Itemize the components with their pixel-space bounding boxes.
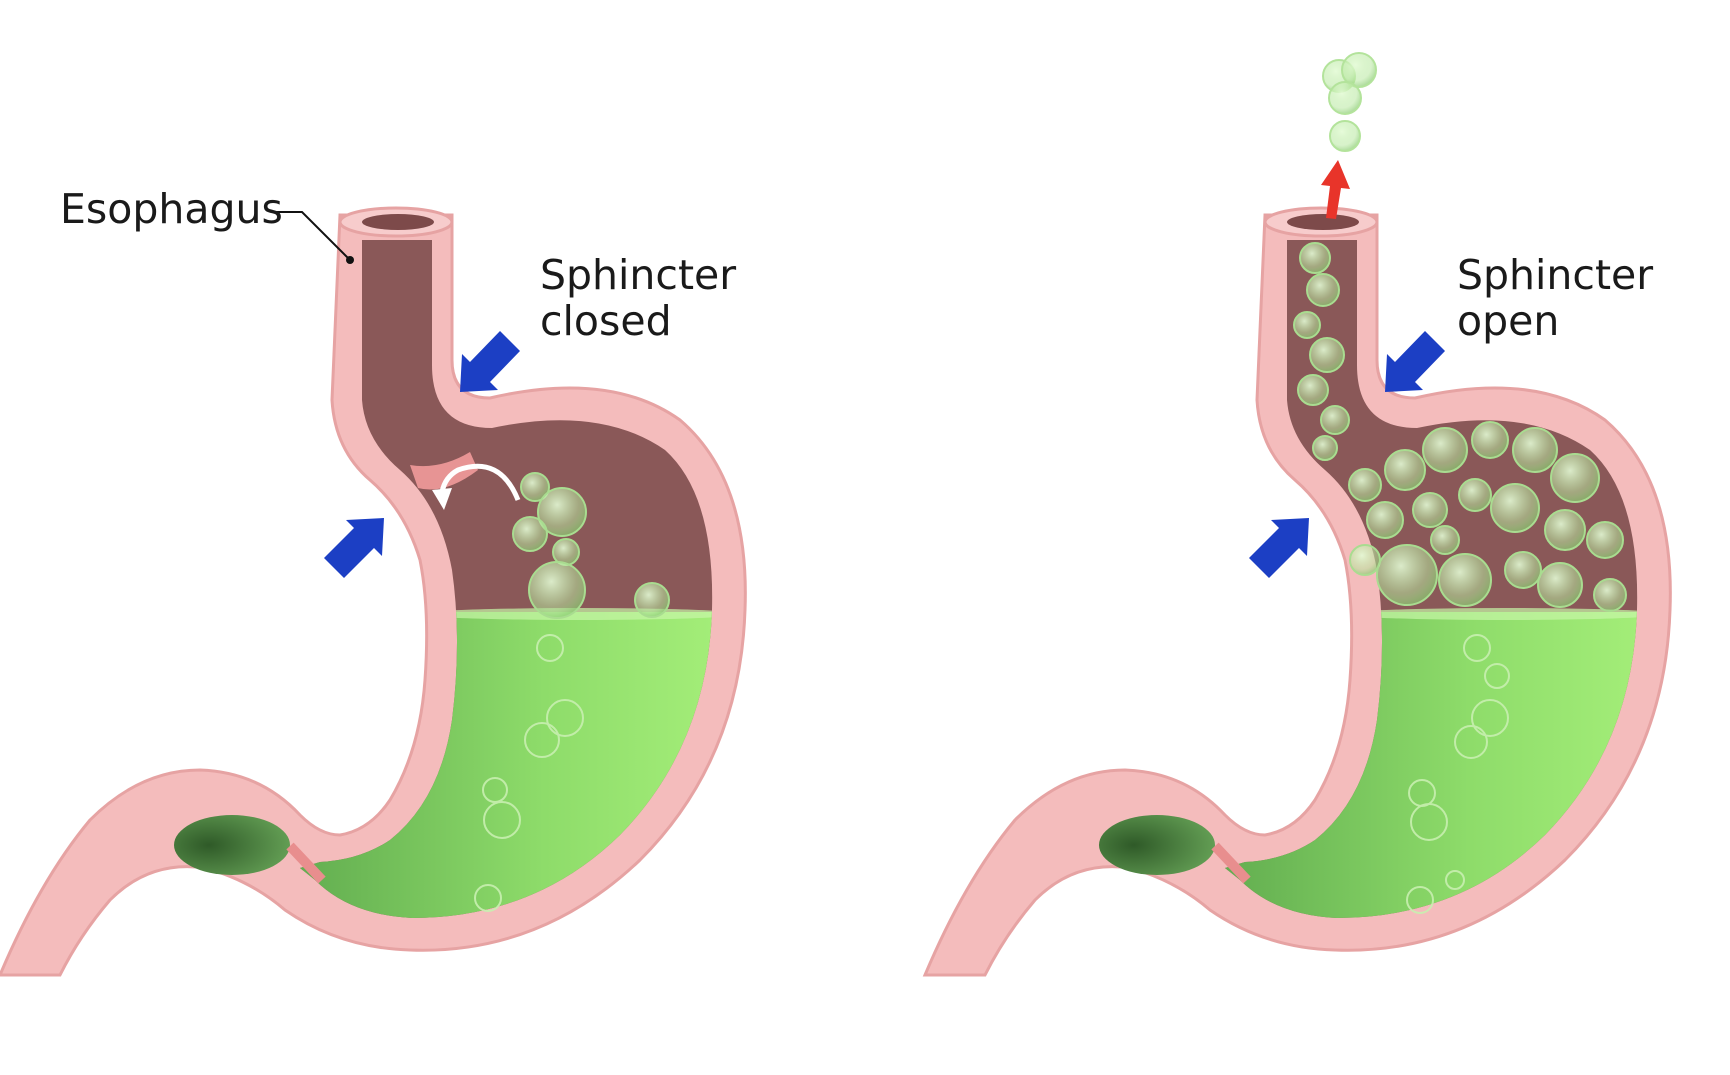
- sphincter-left: [410, 452, 478, 490]
- pyloric-sphincter-left: [286, 842, 326, 884]
- blue-arrow-upper-right: [1385, 331, 1445, 392]
- esophagus-leader-dot: [346, 256, 354, 264]
- pylorus-right: [1099, 815, 1215, 875]
- esophagus-opening-right: [1287, 214, 1359, 230]
- esophagus-label: Esophagus: [60, 185, 283, 233]
- escaping-bubbles: [1322, 52, 1377, 152]
- sphincter-closed-label-line2: closed: [540, 297, 672, 345]
- acid-bubbles-right: [1406, 634, 1510, 914]
- red-arrow-up: [1321, 160, 1350, 219]
- sphincter-closed-label-line1: Sphincter: [540, 251, 737, 299]
- esophagus-leader-line: [272, 211, 349, 259]
- acid-bubbles-left: [474, 634, 584, 912]
- pylorus-left: [174, 815, 290, 875]
- return-arrowhead-left: [432, 488, 452, 510]
- gas-bubbles-left: [512, 472, 670, 619]
- blue-arrow-upper-left: [460, 331, 520, 392]
- esophagus-opening-left: [362, 214, 434, 230]
- blue-arrow-lower-right: [1249, 518, 1309, 578]
- sphincter-open-label-line1: Sphincter: [1457, 251, 1654, 299]
- sphincter-open-label-line2: open: [1457, 297, 1560, 345]
- stomach-right: [923, 52, 1672, 977]
- blue-arrow-lower-left: [324, 518, 384, 578]
- pyloric-sphincter-right: [1211, 842, 1251, 884]
- return-arrow-left: [439, 463, 521, 501]
- gas-bubbles-right: [1293, 242, 1627, 612]
